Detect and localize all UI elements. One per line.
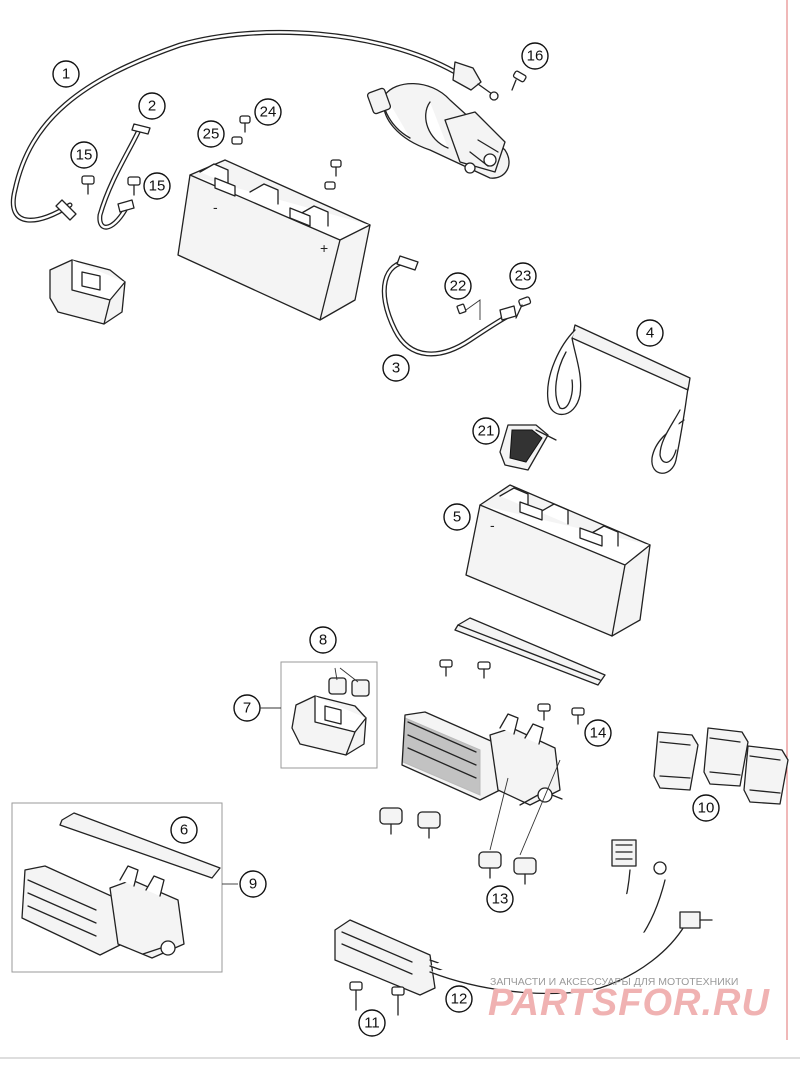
starter-cable-part-1 — [10, 29, 499, 223]
callout-3: 3 — [382, 354, 410, 382]
svg-text:13: 13 — [492, 891, 509, 908]
svg-text:10: 10 — [698, 800, 715, 817]
voltage-regulator-center — [401, 711, 563, 806]
leader-13 — [489, 759, 561, 856]
nut-25 — [231, 136, 243, 145]
callout-24: 24 — [254, 98, 282, 126]
clip-21 — [499, 424, 557, 471]
svg-text:6: 6 — [180, 822, 188, 839]
svg-text:25: 25 — [203, 126, 220, 143]
leader-22 — [465, 299, 481, 320]
screw-15-left — [81, 175, 95, 195]
svg-text:14: 14 — [590, 725, 607, 742]
regulator-in-frame-9 — [21, 865, 185, 959]
callout-1: 1 — [52, 60, 80, 88]
callout-15-left: 15 — [70, 141, 98, 169]
svg-text:22: 22 — [450, 278, 467, 295]
watermark-tagline: ЗАПЧАСТИ И АКСЕССУАРЫ ДЛЯ МОТОТЕХНИКИ — [490, 976, 738, 988]
callout-10: 10 — [692, 794, 720, 822]
callout-15-right: 15 — [143, 172, 171, 200]
battery-tray-plate — [454, 617, 606, 686]
regulator-part-12 — [334, 839, 713, 996]
bolt-16 — [511, 70, 527, 91]
svg-text:24: 24 — [260, 104, 277, 121]
rubber-dampers — [379, 807, 537, 885]
bolts-part-11 — [349, 981, 405, 1016]
frame-9 — [11, 802, 223, 973]
watermark-logo: ЗАПЧАСТИ И АКСЕССУАРЫ ДЛЯ МОТОТЕХНИКИ PA… — [488, 976, 770, 1024]
callout-6: 6 — [170, 816, 198, 844]
relay-in-frame-7 — [291, 695, 367, 756]
battery-part-5: - — [465, 484, 651, 637]
svg-text:8: 8 — [319, 632, 327, 649]
svg-text:5: 5 — [453, 509, 461, 526]
svg-text:2: 2 — [148, 98, 156, 115]
callout-9: 9 — [239, 870, 267, 898]
callout-12: 12 — [445, 985, 473, 1013]
callout-2: 2 — [138, 92, 166, 120]
fuses-part-8 — [328, 677, 370, 697]
screw-24 — [239, 115, 251, 133]
tray-screws — [439, 659, 585, 725]
svg-text:4: 4 — [646, 325, 654, 342]
callout-7: 7 — [233, 694, 261, 722]
svg-text:11: 11 — [364, 1015, 380, 1032]
svg-text:23: 23 — [515, 268, 532, 285]
battery-screw — [324, 159, 342, 190]
svg-text:12: 12 — [451, 991, 468, 1008]
battery-upper: - + — [177, 159, 371, 321]
svg-text:3: 3 — [392, 360, 400, 377]
battery-5-minus-mark: - — [490, 517, 495, 533]
watermark-brand: PARTSFOR.RU — [488, 982, 770, 1024]
callout-23: 23 — [509, 262, 537, 290]
callout-4: 4 — [636, 319, 664, 347]
battery-minus-mark: - — [213, 199, 218, 215]
callout-11: 11 — [358, 1009, 386, 1037]
callout-8: 8 — [309, 626, 337, 654]
screw-23 — [515, 296, 532, 319]
ground-cable-part-2 — [97, 123, 151, 230]
screw-15-right — [127, 176, 141, 196]
callout-14: 14 — [584, 719, 612, 747]
leader-8 — [334, 667, 359, 683]
frame-7 — [280, 661, 378, 769]
svg-text:9: 9 — [249, 876, 257, 893]
callout-21: 21 — [472, 417, 500, 445]
starter-motor — [366, 82, 510, 179]
svg-text:15: 15 — [76, 147, 93, 164]
svg-text:21: 21 — [478, 423, 495, 440]
callout-25: 25 — [197, 120, 225, 148]
svg-text:16: 16 — [527, 48, 544, 65]
battery-plus-mark: + — [320, 240, 328, 256]
callout-16: 16 — [521, 42, 549, 70]
battery-cable-part-3 — [381, 255, 517, 357]
callout-13: 13 — [486, 885, 514, 913]
svg-text:15: 15 — [149, 178, 166, 195]
svg-text:7: 7 — [243, 700, 251, 717]
relays-part-10 — [653, 727, 789, 805]
starter-relay-upper — [49, 259, 126, 325]
plate-part-6 — [59, 812, 221, 879]
battery-strap-part-4 — [546, 324, 691, 474]
callout-5: 5 — [443, 503, 471, 531]
svg-text:1: 1 — [62, 66, 70, 83]
screw-22 — [456, 303, 467, 315]
callout-22: 22 — [444, 272, 472, 300]
